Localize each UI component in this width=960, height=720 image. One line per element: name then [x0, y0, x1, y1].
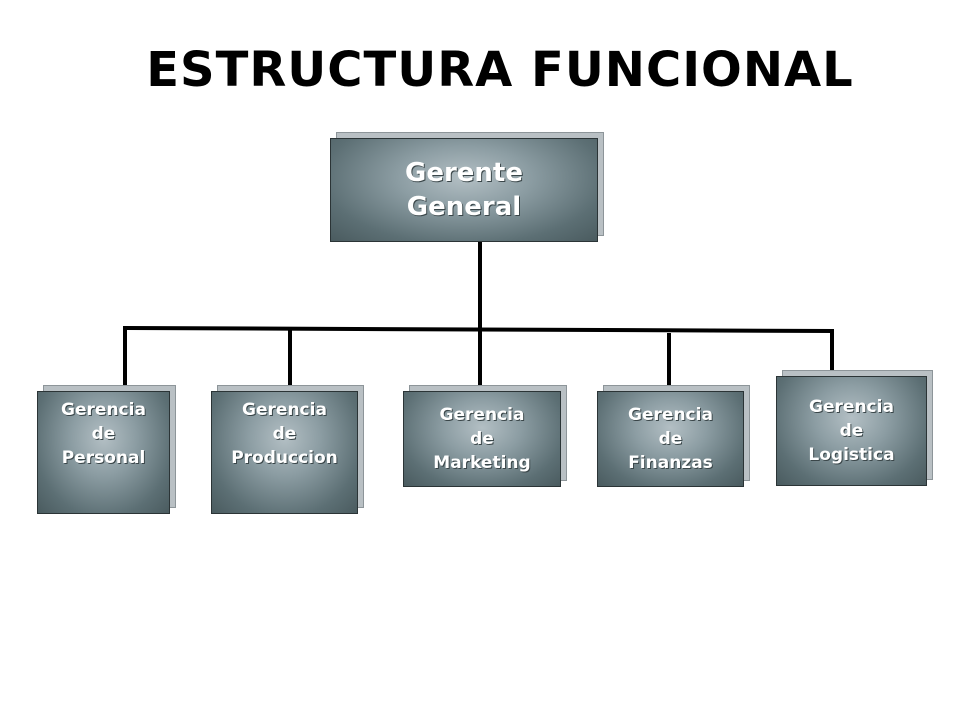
node-label-line: de [91, 424, 116, 444]
node-label-line: Gerencia [809, 397, 894, 417]
node-gerencia-finanzas: Gerencia de Finanzas [597, 385, 750, 487]
node-gerencia-produccion: Gerencia de Produccion [211, 385, 364, 514]
node-label-line: Logistica [808, 445, 895, 465]
node-label-line: Produccion [231, 448, 338, 468]
node-label-line: de [272, 424, 297, 444]
node-label-line: de [839, 421, 864, 441]
node-gerencia-marketing: Gerencia de Marketing [403, 385, 567, 487]
node-gerencia-logistica: Gerencia de Logistica [776, 370, 933, 486]
node-label-line: Finanzas [628, 453, 713, 473]
node-label-line: Marketing [433, 453, 531, 473]
node-gerencia-personal: Gerencia de Personal [37, 385, 176, 514]
node-label-line: General [406, 192, 522, 222]
node-label-line: Gerencia [61, 400, 146, 420]
node-label-line: de [658, 429, 683, 449]
node-label-line: Gerencia [242, 400, 327, 420]
node-gerente-general: Gerente General [330, 132, 604, 242]
node-label-line: Gerencia [439, 405, 525, 425]
page-title: ESTRUCTURA FUNCIONAL [146, 42, 854, 98]
node-label-line: Gerencia [628, 405, 713, 425]
node-label-line: de [470, 429, 494, 449]
node-label-line: Gerente [404, 158, 523, 188]
node-label-line: Personal [61, 448, 146, 468]
horizontal-bus-line [122, 326, 835, 333]
